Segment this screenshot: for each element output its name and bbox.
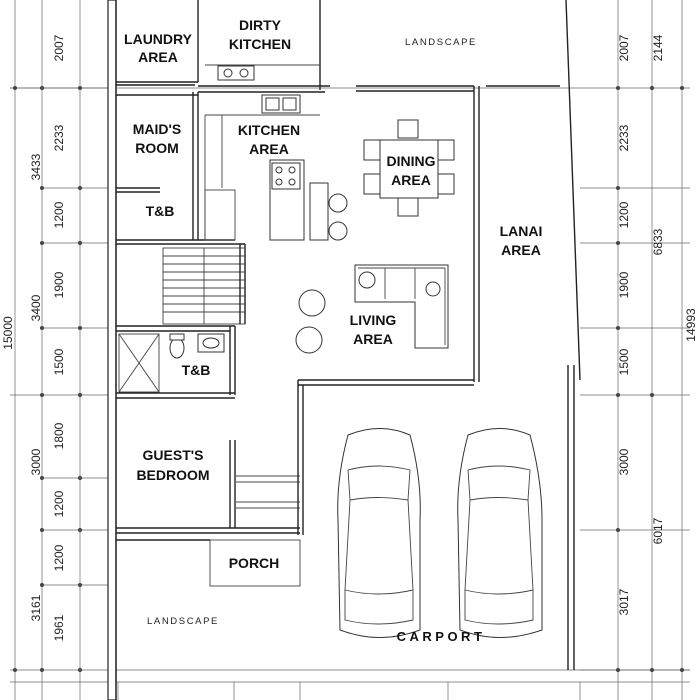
guests-bedroom-label-2: BEDROOM (136, 467, 209, 483)
dim-left-inner-2: 2233 (52, 124, 66, 151)
dim-right-inner-1: 2007 (617, 34, 631, 61)
dim-left-inner-8: 1200 (52, 544, 66, 571)
dim-left-inner-4: 1900 (52, 271, 66, 298)
landscape-bottom-label: LANDSCAPE (147, 616, 219, 627)
bathroom-fixtures (169, 333, 225, 359)
living-set (295, 264, 449, 354)
dim-right-inner-5: 1500 (617, 348, 631, 375)
landscape-top-label: LANDSCAPE (405, 37, 477, 48)
dim-left-mid-2: 3400 (29, 294, 43, 321)
car-right (457, 428, 543, 638)
dimension-labels-right: 2007 2233 1200 1900 1500 3000 3017 2144 … (617, 34, 698, 615)
dim-left-inner-6: 1800 (52, 422, 66, 449)
dim-right-inner-7: 3017 (617, 588, 631, 615)
room-labels: LAUNDRY AREA DIRTY KITCHEN LANDSCAPE MAI… (124, 17, 542, 644)
lanai-label-1: LANAI (500, 223, 543, 239)
dim-left-inner-5: 1500 (52, 348, 66, 375)
laundry-label-2: AREA (138, 49, 178, 65)
dim-left-inner-3: 1200 (52, 201, 66, 228)
laundry-label-1: LAUNDRY (124, 31, 193, 47)
dim-right-inner-4: 1900 (617, 271, 631, 298)
kitchen-fixtures (204, 64, 348, 241)
guests-bedroom-label-1: GUEST'S (143, 447, 204, 463)
kitchen-label-2: AREA (249, 141, 289, 157)
dim-left-mid-3: 3000 (29, 448, 43, 475)
building-walls (107, 0, 581, 700)
tb-upper-label: T&B (146, 203, 175, 219)
dim-right-mid-3: 6017 (651, 517, 665, 544)
living-label-1: LIVING (350, 312, 397, 328)
car-left (337, 428, 421, 638)
dim-right-mid-1: 2144 (651, 34, 665, 61)
dining-set (363, 119, 455, 217)
dimension-labels-left: 15000 3433 3400 3000 3161 2007 2233 1200… (1, 34, 66, 641)
lanai-label-2: AREA (501, 242, 541, 258)
maids-room-label-1: MAID'S (133, 121, 181, 137)
living-label-2: AREA (353, 331, 393, 347)
dining-label-2: AREA (391, 172, 431, 188)
dim-left-outer: 15000 (1, 316, 15, 350)
maids-room-label-2: ROOM (135, 140, 179, 156)
dim-left-inner-7: 1200 (52, 490, 66, 517)
kitchen-label-1: KITCHEN (238, 122, 300, 138)
dimension-grid (10, 0, 690, 700)
porch-label: PORCH (229, 555, 280, 571)
dim-left-mid-1: 3433 (29, 153, 43, 180)
dim-left-inner-1: 2007 (52, 34, 66, 61)
dirty-kitchen-label-2: KITCHEN (229, 36, 291, 52)
dim-right-outer: 14993 (684, 308, 698, 342)
carport-label: CARPORT (397, 629, 486, 644)
dim-left-mid-4: 3161 (29, 594, 43, 621)
dim-right-inner-2: 2233 (617, 124, 631, 151)
dim-left-inner-9: 1961 (52, 614, 66, 641)
dining-label-1: DINING (387, 153, 436, 169)
dim-right-inner-6: 3000 (617, 448, 631, 475)
dirty-kitchen-label-1: DIRTY (239, 17, 282, 33)
dim-right-mid-2: 6833 (651, 228, 665, 255)
dim-right-inner-3: 1200 (617, 201, 631, 228)
tb-lower-label: T&B (182, 362, 211, 378)
